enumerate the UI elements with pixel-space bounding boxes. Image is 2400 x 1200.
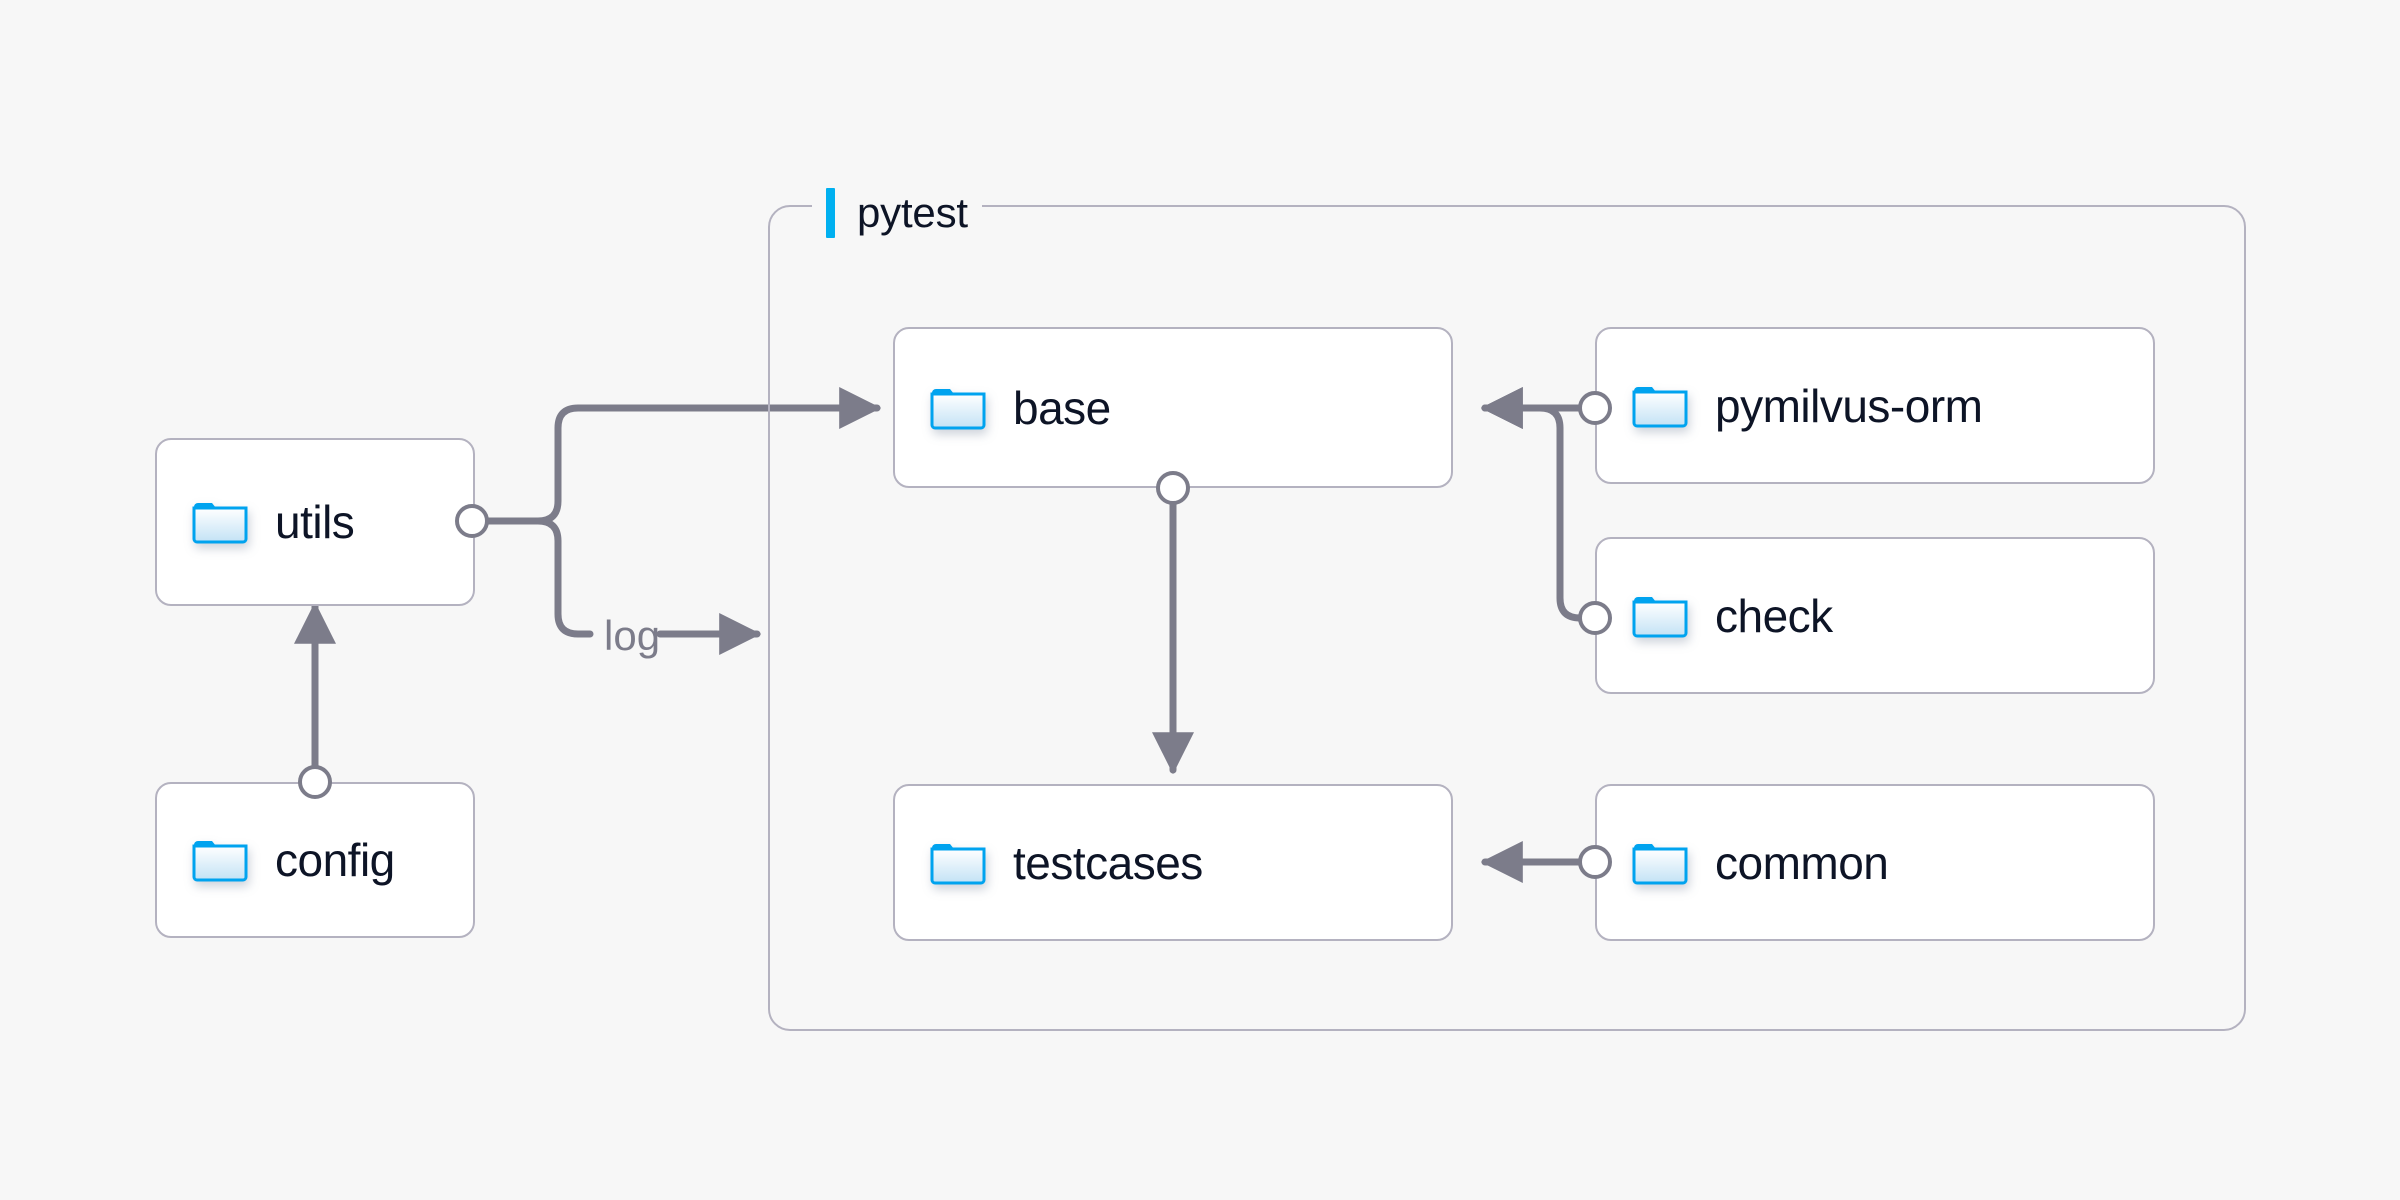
port-utils-right[interactable] bbox=[455, 504, 489, 538]
node-base-label: base bbox=[1013, 381, 1111, 434]
folder-icon bbox=[929, 384, 987, 432]
node-testcases-label: testcases bbox=[1013, 836, 1203, 889]
node-testcases[interactable]: testcases bbox=[893, 784, 1453, 941]
node-base[interactable]: base bbox=[893, 327, 1453, 488]
node-common[interactable]: common bbox=[1595, 784, 2155, 941]
folder-icon bbox=[1631, 382, 1689, 430]
group-pytest-label: pytest bbox=[812, 185, 982, 241]
node-common-label: common bbox=[1715, 836, 1889, 889]
group-pytest-title: pytest bbox=[857, 189, 968, 236]
port-pymilvus-orm-left[interactable] bbox=[1578, 391, 1612, 425]
folder-icon bbox=[1631, 839, 1689, 887]
group-pytest bbox=[768, 205, 2246, 1031]
node-utils[interactable]: utils bbox=[155, 438, 475, 606]
folder-icon bbox=[1631, 592, 1689, 640]
folder-icon bbox=[191, 498, 249, 546]
node-pymilvus-orm-label: pymilvus-orm bbox=[1715, 379, 1983, 432]
folder-icon bbox=[191, 836, 249, 884]
node-config-label: config bbox=[275, 834, 395, 886]
node-utils-label: utils bbox=[275, 496, 355, 548]
edge-utils-to-log bbox=[534, 517, 594, 638]
folder-icon bbox=[929, 839, 987, 887]
node-pymilvus-orm[interactable]: pymilvus-orm bbox=[1595, 327, 2155, 484]
node-check[interactable]: check bbox=[1595, 537, 2155, 694]
edge-label-log: log bbox=[604, 612, 661, 659]
port-config-top[interactable] bbox=[298, 765, 332, 799]
node-check-label: check bbox=[1715, 589, 1833, 642]
port-common-left[interactable] bbox=[1578, 845, 1612, 879]
port-base-bottom[interactable] bbox=[1156, 471, 1190, 505]
accent-bar-icon bbox=[826, 188, 835, 238]
port-check-left[interactable] bbox=[1578, 601, 1612, 635]
node-config[interactable]: config bbox=[155, 782, 475, 938]
